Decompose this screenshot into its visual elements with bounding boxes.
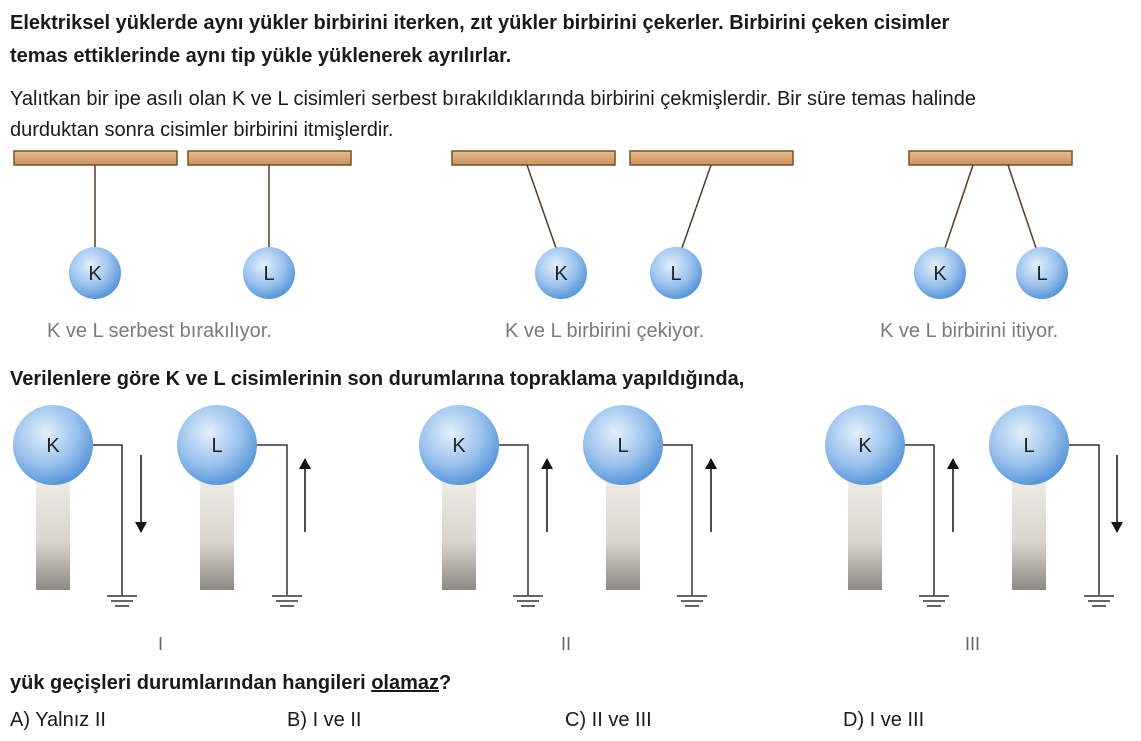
grounding-case-1: K L bbox=[13, 405, 311, 607]
intro-line-1: Elektriksel yüklerde aynı yükler birbiri… bbox=[10, 12, 950, 34]
insulating-stand bbox=[848, 470, 882, 590]
arrow-up-icon bbox=[947, 458, 959, 532]
sphere-label: L bbox=[670, 263, 681, 285]
sphere-label: L bbox=[211, 435, 222, 457]
option-letter: B) bbox=[287, 709, 307, 731]
scene-caption: K ve L birbirini itiyor. bbox=[880, 320, 1059, 342]
insulating-stand bbox=[1012, 470, 1046, 590]
insulating-stand bbox=[606, 470, 640, 590]
ground-symbol-icon bbox=[919, 595, 1114, 607]
sphere-k bbox=[825, 405, 905, 485]
sphere-label: L bbox=[617, 435, 628, 457]
ground-wire bbox=[663, 444, 693, 595]
insulating-stand bbox=[36, 470, 70, 590]
string-k bbox=[526, 164, 557, 249]
final-question-suffix: ? bbox=[439, 672, 452, 694]
option-letter: A) bbox=[10, 709, 30, 731]
case-label: II bbox=[561, 634, 572, 654]
sphere-l bbox=[989, 405, 1069, 485]
ground-symbol-icon bbox=[107, 595, 302, 607]
option-text: I ve III bbox=[869, 709, 925, 731]
sphere-label: K bbox=[554, 263, 568, 285]
option-a[interactable]: A) Yalnız II bbox=[10, 709, 106, 732]
grounding-case-3: K L bbox=[825, 405, 1123, 607]
sphere-l bbox=[177, 405, 257, 485]
sphere-label: K bbox=[858, 435, 872, 457]
ground-wire bbox=[499, 444, 529, 595]
option-letter: D) bbox=[843, 709, 865, 731]
option-b[interactable]: B) I ve II bbox=[287, 709, 361, 732]
final-question: yük geçişleri durumlarından hangileri ol… bbox=[10, 668, 451, 699]
case-label: I bbox=[158, 634, 164, 654]
option-letter: C) bbox=[565, 709, 587, 731]
string-l bbox=[1007, 164, 1037, 249]
sphere-label: L bbox=[1036, 263, 1047, 285]
arrow-up-icon bbox=[299, 458, 311, 532]
question-text: Verilenlere göre K ve L cisimlerinin son… bbox=[10, 368, 745, 390]
insulating-stand bbox=[442, 470, 476, 590]
ground-symbol-icon bbox=[513, 595, 707, 607]
final-question-prefix: yük geçişleri durumlarından hangileri bbox=[10, 672, 372, 694]
option-text: I ve II bbox=[312, 709, 362, 731]
scene-caption: K ve L birbirini çekiyor. bbox=[505, 320, 705, 342]
strings bbox=[94, 164, 1037, 249]
ground-wire bbox=[257, 444, 288, 595]
sphere-k bbox=[13, 405, 93, 485]
option-text: II ve III bbox=[591, 709, 652, 731]
ground-wire bbox=[1069, 444, 1100, 595]
sphere-l: L bbox=[243, 247, 295, 299]
option-d[interactable]: D) I ve III bbox=[843, 709, 924, 732]
sphere-label: L bbox=[263, 263, 274, 285]
option-c[interactable]: C) II ve III bbox=[565, 709, 652, 732]
arrow-down-icon bbox=[135, 455, 147, 533]
sphere-k: K bbox=[69, 247, 121, 299]
sphere-k bbox=[419, 405, 499, 485]
sphere-label: K bbox=[88, 263, 102, 285]
setup-line-2: durduktan sonra cisimler birbirini itmiş… bbox=[10, 119, 394, 141]
arrow-up-icon bbox=[705, 458, 717, 532]
insulating-stand bbox=[200, 470, 234, 590]
support-bar bbox=[13, 150, 178, 166]
string-k bbox=[944, 164, 974, 249]
final-question-emphasis: olamaz bbox=[371, 672, 440, 694]
intro-line-2: temas ettiklerinde aynı tip yükle yüklen… bbox=[10, 45, 512, 67]
grounding-case-2: K L bbox=[419, 405, 717, 607]
sphere-k: K bbox=[535, 247, 587, 299]
sphere-l: L bbox=[1016, 247, 1068, 299]
case-label: III bbox=[965, 634, 981, 654]
ground-wire bbox=[905, 444, 935, 595]
support-bar bbox=[187, 150, 352, 166]
support-bar bbox=[629, 150, 794, 166]
sphere-label: K bbox=[933, 263, 947, 285]
sphere-k: K bbox=[914, 247, 966, 299]
sphere-l bbox=[583, 405, 663, 485]
sphere-l: L bbox=[650, 247, 702, 299]
string-l bbox=[681, 164, 712, 249]
option-text: Yalnız II bbox=[35, 709, 106, 731]
support-bar bbox=[908, 150, 1073, 166]
ground-wire bbox=[93, 444, 123, 595]
sphere-label: L bbox=[1023, 435, 1034, 457]
arrow-down-icon bbox=[1111, 455, 1123, 533]
arrow-up-icon bbox=[541, 458, 553, 532]
sphere-label: K bbox=[46, 435, 60, 457]
scene-caption: K ve L serbest bırakılıyor. bbox=[47, 320, 272, 342]
support-bar bbox=[451, 150, 616, 166]
sphere-label: K bbox=[452, 435, 466, 457]
setup-line-1: Yalıtkan bir ipe asılı olan K ve L cisim… bbox=[10, 88, 976, 110]
